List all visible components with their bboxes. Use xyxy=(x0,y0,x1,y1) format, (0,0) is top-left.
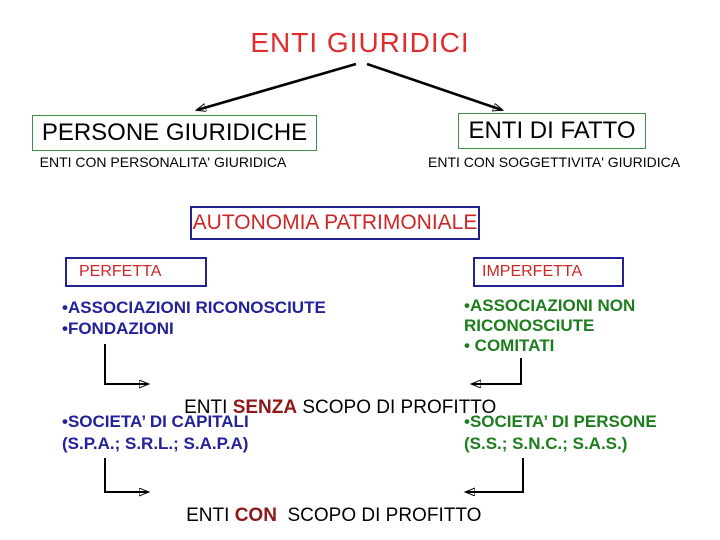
list-item: (S.P.A.; S.R.L.; S.A.P.A) xyxy=(62,434,249,453)
keyword-con: CON xyxy=(234,505,277,526)
list-item: • COMITATI xyxy=(464,336,555,355)
profit-connector-left xyxy=(104,458,148,492)
title-to-enti-di-fatto-arrow xyxy=(366,62,502,110)
imperfetta-label: IMPERFETTA xyxy=(482,263,583,280)
list-item: •ASSOCIAZIONI RICONOSCIUTE xyxy=(62,298,326,317)
imperfetta-box: IMPERFETTA xyxy=(473,257,624,287)
persone-giuridiche-box: PERSONE GIURIDICHE xyxy=(32,115,317,151)
autonomia-patrimoniale-box: AUTONOMIA PATRIMONIALE xyxy=(190,206,480,240)
keyword-senza: SENZA xyxy=(232,397,298,418)
profit-right-list: •SOCIETA’ DI PERSONE (S.S.; S.N.C.; S.A.… xyxy=(464,411,704,455)
enti-con-scopo-line: ENTI CON SCOPO DI PROFITTO xyxy=(165,483,481,540)
list-item: •SOCIETA’ DI PERSONE xyxy=(464,412,657,431)
line-prefix: ENTI xyxy=(186,505,235,526)
persone-giuridiche-subtitle: ENTI CON PERSONALITA' GIURIDICA xyxy=(39,154,287,170)
line-suffix: SCOPO DI PROFITTO xyxy=(297,397,497,418)
list-item: •SOCIETA’ DI CAPITALI xyxy=(62,412,249,431)
nonprofit-connector-left xyxy=(104,344,148,384)
list-item: •FONDAZIONI xyxy=(62,319,174,338)
line-suffix: SCOPO DI PROFITTO xyxy=(276,505,482,526)
nonprofit-right-list: •ASSOCIAZIONI NON RICONOSCIUTE • COMITAT… xyxy=(464,296,654,356)
list-item: (S.S.; S.N.C.; S.A.S.) xyxy=(464,434,628,453)
autonomia-patrimoniale-label: AUTONOMIA PATRIMONIALE xyxy=(192,211,478,234)
profit-left-list: •SOCIETA’ DI CAPITALI (S.P.A.; S.R.L.; S… xyxy=(62,411,372,455)
enti-di-fatto-box: ENTI DI FATTO xyxy=(458,113,646,149)
enti-senza-scopo-line: ENTI SENZA SCOPO DI PROFITTO xyxy=(163,375,496,441)
perfetta-label: PERFETTA xyxy=(79,263,162,280)
list-item: •ASSOCIAZIONI NON RICONOSCIUTE xyxy=(464,296,636,335)
title-to-persone-arrow xyxy=(197,62,357,110)
nonprofit-left-list: •ASSOCIAZIONI RICONOSCIUTE •FONDAZIONI xyxy=(62,297,372,339)
enti-di-fatto-label: ENTI DI FATTO xyxy=(468,117,636,144)
line-prefix: ENTI xyxy=(184,397,233,418)
perfetta-box: PERFETTA xyxy=(65,257,207,287)
enti-di-fatto-subtitle: ENTI CON SOGGETTIVITA' GIURIDICA xyxy=(428,154,681,170)
page-title: ENTI GIURIDICI xyxy=(250,27,470,58)
persone-giuridiche-label: PERSONE GIURIDICHE xyxy=(41,119,308,146)
